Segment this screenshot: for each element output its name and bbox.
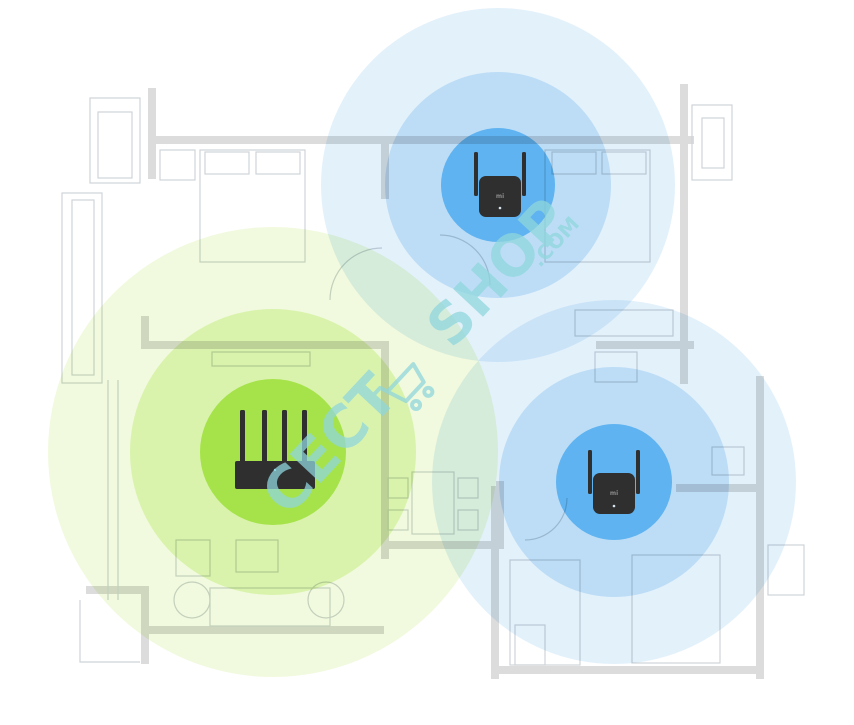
router-led	[273, 468, 277, 472]
repeater-led	[612, 504, 616, 508]
router-antenna	[240, 410, 245, 465]
router-body	[235, 461, 315, 489]
repeater-antenna	[636, 450, 640, 494]
wardrobe-outline	[159, 149, 196, 181]
repeater-body	[479, 176, 521, 217]
repeater-antenna	[522, 152, 526, 196]
repeater-antenna	[588, 450, 592, 494]
window-frame	[701, 117, 725, 169]
repeater-icon: mi	[474, 152, 526, 217]
window-frame	[691, 104, 733, 181]
repeater-icon: mi	[588, 450, 640, 514]
pillow-outline	[255, 151, 301, 175]
pillow-outline	[204, 151, 250, 175]
router-icon	[235, 410, 315, 489]
router-antenna	[302, 410, 307, 465]
staircase-outline	[79, 600, 140, 663]
router-antenna	[282, 410, 287, 465]
router-antenna	[262, 410, 267, 465]
repeater-antenna	[474, 152, 478, 196]
window-frame	[89, 97, 141, 184]
repeater-body	[593, 473, 635, 514]
window-frame	[97, 111, 133, 179]
cart-icon	[371, 362, 435, 412]
repeater-led	[498, 206, 502, 210]
device-badge: mi	[496, 193, 504, 200]
device-badge: mi	[610, 490, 618, 497]
